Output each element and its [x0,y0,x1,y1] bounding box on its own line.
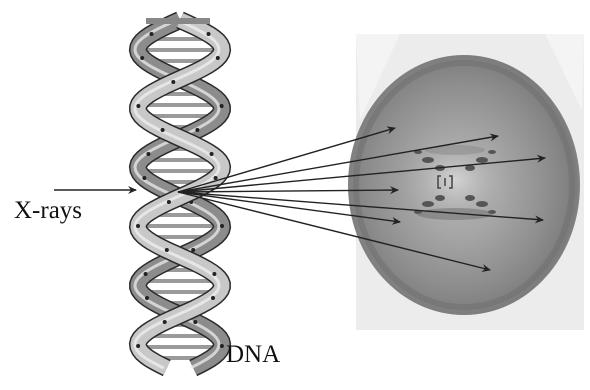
phosphate-dot [220,224,224,228]
phosphate-dot [220,344,224,348]
phosphate-dot [210,152,214,156]
phosphate-dot [171,80,175,84]
phosphate-dot [207,32,211,36]
phosphate-dot [161,128,165,132]
phosphate-dot [216,56,220,60]
phosphate-dot [142,176,146,180]
phosphate-dot [212,272,216,276]
phosphate-dot [136,344,140,348]
phosphate-dot [193,320,197,324]
phosphate-dot [136,104,140,108]
phosphate-dot [220,104,224,108]
equator-smear [417,208,493,220]
phosphate-dot [211,296,215,300]
phosphate-dot [163,320,167,324]
phosphate-dot [191,248,195,252]
helix-top-cap [146,18,210,24]
phosphate-dot [144,272,148,276]
diffraction-photo [348,34,584,330]
phosphate-dot [145,296,149,300]
phosphate-dot [214,176,218,180]
phosphate-dot [165,248,169,252]
phosphate-dot [195,128,199,132]
phosphate-dot [150,32,154,36]
base-pair-rung [138,48,222,52]
base-pair-rung [138,224,222,228]
phosphate-dot [136,224,140,228]
phosphate-dot [167,200,171,204]
xrays-label: X-rays [14,197,82,224]
base-pair-rung [138,345,221,349]
phosphate-dot [140,56,144,60]
phosphate-dot [146,152,150,156]
dna-label: DNA [226,341,280,368]
